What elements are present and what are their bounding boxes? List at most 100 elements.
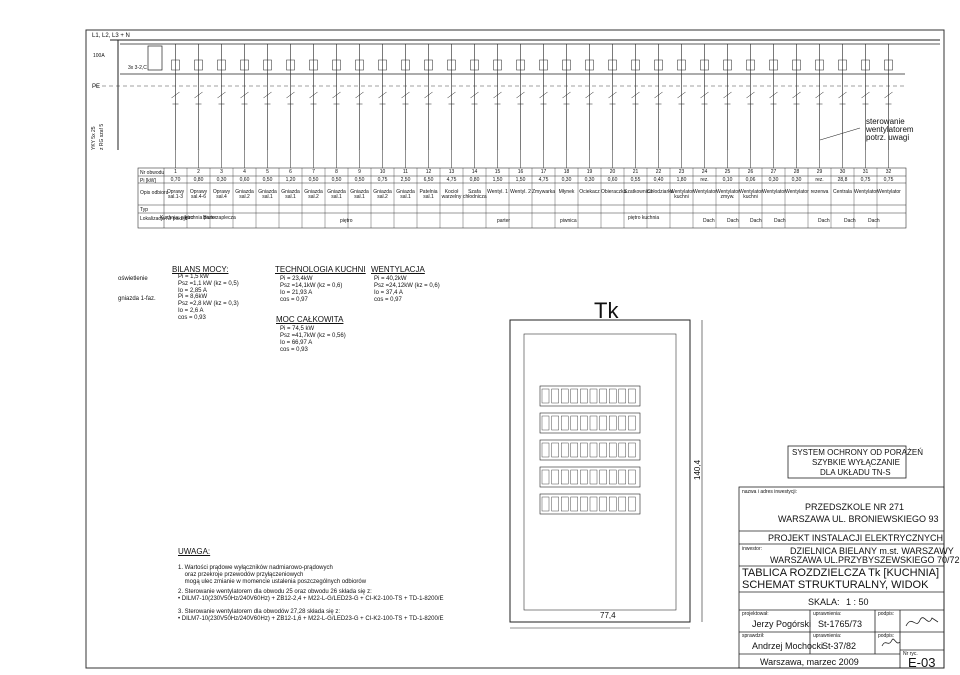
technologia-line: Psz =14,1kW (kz = 0,6) <box>280 283 343 289</box>
circuit-number: 11 <box>402 169 409 175</box>
circuit-power: 0,30 <box>768 177 779 183</box>
protection-line-1: SYSTEM OCHRONY OD PORAŻEŃ <box>792 448 923 457</box>
location-cell: Dach <box>727 218 739 224</box>
circuit-power: 0,30 <box>561 177 572 183</box>
circuit-description: Młynek <box>558 189 575 195</box>
branch-22 <box>654 44 663 168</box>
checker-label: sprawdził: <box>742 633 765 639</box>
circuit-power: 0,06 <box>745 177 756 183</box>
circuit-description: Szafa chłodnicza <box>463 189 487 200</box>
protection-line-3: DLA UKŁADU TN-S <box>820 468 891 477</box>
bilans-label-sockets: gniazda 1-faz. <box>118 296 156 302</box>
circuit-number: 26 <box>747 169 754 175</box>
module-3-3 <box>570 469 578 485</box>
branch-13 <box>447 44 456 168</box>
sheet-number: E-03 <box>908 655 936 670</box>
location-cell: piętro <box>340 218 353 224</box>
cabinet-rails <box>539 385 641 515</box>
circuit-power: 1,50 <box>492 177 503 183</box>
branch-27 <box>769 44 778 168</box>
checker-signature <box>881 638 901 647</box>
scale-value: 1 : 50 <box>846 597 869 607</box>
module-2-6 <box>599 442 607 458</box>
checker-lic: St-37/82 <box>822 641 857 651</box>
circuit-table <box>137 167 907 229</box>
drawing-date: Warszawa, marzec 2009 <box>760 657 859 667</box>
moc-line: Io = 66,97 A <box>280 340 313 346</box>
branch-31 <box>861 44 870 168</box>
branch-2 <box>194 44 203 168</box>
wentylacja-line: cos = 0,97 <box>374 297 402 303</box>
branch-24 <box>700 44 709 168</box>
module-3-2 <box>561 469 569 485</box>
circuit-description: Wentylator <box>693 189 717 195</box>
row-label-location: Lokalizacja Nr pokoju <box>140 216 188 222</box>
control-note-line-2: wentylatorem <box>866 125 914 134</box>
branch-1 <box>171 44 180 168</box>
cabinet-title: Tk <box>594 298 619 323</box>
module-0-5 <box>589 388 598 404</box>
branch-16 <box>516 44 525 168</box>
module-3-0 <box>541 469 550 485</box>
location-cell: Dach <box>844 218 856 224</box>
circuit-description: Oprawy sal.4 <box>212 189 231 200</box>
module-2-8 <box>618 442 626 458</box>
circuit-power: 1,50 <box>515 177 526 183</box>
technologia-title: TECHNOLOGIA KUCHNI <box>275 265 366 274</box>
circuit-number: 4 <box>243 169 246 175</box>
circuit-power: 4,75 <box>538 177 549 183</box>
branch-12 <box>424 44 433 168</box>
module-0-6 <box>599 388 607 404</box>
main-fuse-label: 100A <box>93 53 105 59</box>
module-2-1 <box>551 442 559 458</box>
drawing-title-1: TABLICA ROZDZIELCZA Tk [KUCHNIA] <box>742 567 940 579</box>
bilans-line: Psz =2,8 kW (kz = 0,3) <box>178 301 239 307</box>
module-2-2 <box>561 442 569 458</box>
circuit-description: Gniazda sal.1 <box>258 189 277 200</box>
circuit-number: 24 <box>701 169 708 175</box>
branch-30 <box>838 44 847 168</box>
module-4-9 <box>628 496 636 512</box>
module-1-8 <box>618 415 626 431</box>
circuit-power: 0,60 <box>607 177 618 183</box>
module-4-6 <box>599 496 607 512</box>
circuit-description: Chłodziarka <box>647 189 674 195</box>
investment-line-2: WARSZAWA UL. BRONIEWSKIEGO 93 <box>778 514 939 524</box>
circuit-power: 0,50 <box>308 177 319 183</box>
checker-name: Andrzej Mochocki <box>752 641 824 651</box>
module-1-5 <box>589 415 598 431</box>
circuit-description: Wentyl. 2 <box>510 189 531 195</box>
circuit-power: 0,50 <box>331 177 342 183</box>
wentylacja-line: Io = 37,4 A <box>374 290 403 296</box>
circuit-description: Gniazda sal.2 <box>235 189 254 200</box>
location-cell: Dach <box>750 218 762 224</box>
circuit-power: 0,50 <box>354 177 365 183</box>
module-0-8 <box>618 388 626 404</box>
location-cell: Dach <box>818 218 830 224</box>
module-4-4 <box>580 496 588 512</box>
module-3-4 <box>580 469 588 485</box>
branch-20 <box>608 44 617 168</box>
control-note-line-3: potrz. uwagi <box>866 133 910 142</box>
branch-8 <box>332 44 341 168</box>
branch-14 <box>470 44 479 168</box>
circuit-description: Centrala <box>833 189 852 195</box>
sign-label-2: podpis: <box>878 633 895 639</box>
branch-17 <box>539 44 548 168</box>
circuit-power: 0,55 <box>630 177 641 183</box>
location-cell: Dach <box>703 218 715 224</box>
side-label-1: YKY 5x 25 <box>91 126 97 150</box>
module-2-7 <box>609 442 617 458</box>
circuit-number: 32 <box>885 169 892 175</box>
circuit-description: Gniazda sal.2 <box>373 189 392 200</box>
circuit-number: 6 <box>289 169 292 175</box>
circuit-description: Wentylator <box>854 189 878 195</box>
circuit-description: Gniazda sal.1 <box>396 189 415 200</box>
bilans-line: Pi = 1,5 kW <box>178 274 209 280</box>
bilans-title: BILANS MOCY: <box>172 265 229 274</box>
circuit-number: 27 <box>770 169 777 175</box>
branch-9 <box>355 44 364 168</box>
circuit-number: 18 <box>563 169 570 175</box>
technologia-line: Io = 21,93 A <box>280 290 313 296</box>
circuit-description: Obieraczka <box>601 189 627 195</box>
